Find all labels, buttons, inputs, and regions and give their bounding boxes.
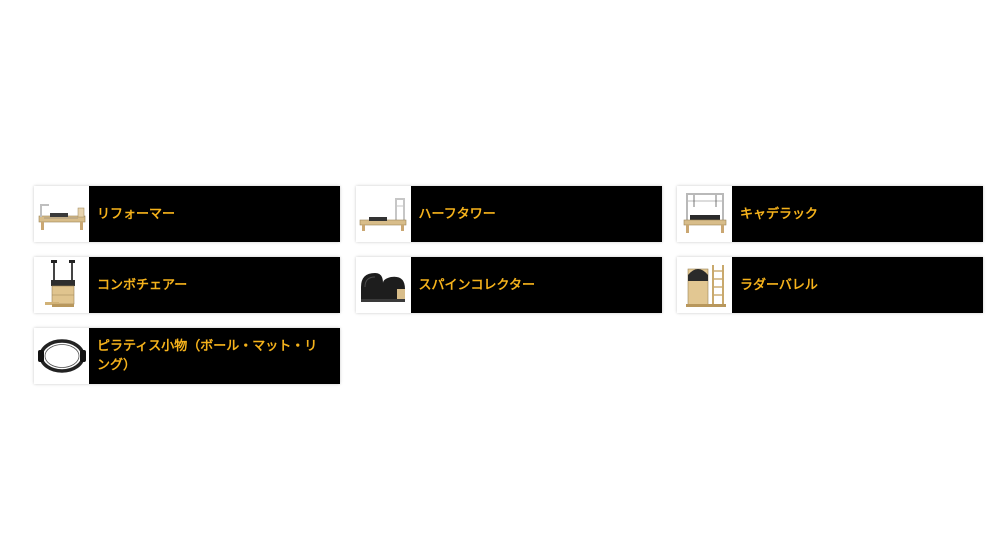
spine-corrector-icon — [361, 273, 405, 302]
pilates-ring-icon — [37, 339, 86, 373]
category-label: コンボチェアー — [97, 277, 188, 293]
category-card-reformer[interactable]: リフォーマー — [34, 186, 340, 242]
category-label-box: ラダーバレル — [732, 257, 983, 313]
category-label: スパインコレクター — [418, 277, 535, 293]
combo-chair-icon — [44, 260, 75, 307]
category-thumbnail — [677, 186, 732, 242]
category-card-pilates-accessories[interactable]: ピラティス小物（ボール・マット・リング） — [34, 328, 340, 384]
category-label-box: コンボチェアー — [89, 257, 340, 313]
category-label: ハーフタワー — [418, 206, 496, 222]
reformer-icon — [38, 204, 85, 230]
category-card-cadillac[interactable]: キャデラック — [677, 186, 983, 242]
category-label-box: ピラティス小物（ボール・マット・リング） — [89, 328, 340, 384]
category-label-box: スパインコレクター — [410, 257, 662, 313]
category-label-box: キャデラック — [732, 186, 983, 242]
cadillac-icon — [683, 193, 726, 233]
category-thumbnail — [355, 257, 411, 313]
category-label-box: リフォーマー — [89, 186, 340, 242]
category-thumbnail — [34, 186, 89, 242]
category-card-ladder-barrel[interactable]: ラダーバレル — [677, 257, 983, 313]
category-label-box: ハーフタワー — [410, 186, 662, 242]
category-thumbnail — [34, 328, 89, 384]
category-label: キャデラック — [740, 206, 819, 222]
category-label: ピラティス小物（ボール・マット・リング） — [97, 339, 318, 373]
ladder-barrel-icon — [685, 265, 726, 307]
category-card-spine-corrector[interactable]: スパインコレクター — [355, 257, 662, 313]
category-label: リフォーマー — [97, 206, 176, 222]
half-tower-icon — [359, 198, 407, 231]
category-label: ラダーバレル — [740, 277, 818, 293]
category-thumbnail — [677, 257, 732, 313]
category-card-half-tower[interactable]: ハーフタワー — [355, 186, 662, 242]
product-category-grid: リフォーマー ハーフタワー — [34, 186, 983, 384]
category-thumbnail — [34, 257, 89, 313]
category-thumbnail — [355, 186, 411, 242]
category-card-combo-chair[interactable]: コンボチェアー — [34, 257, 340, 313]
